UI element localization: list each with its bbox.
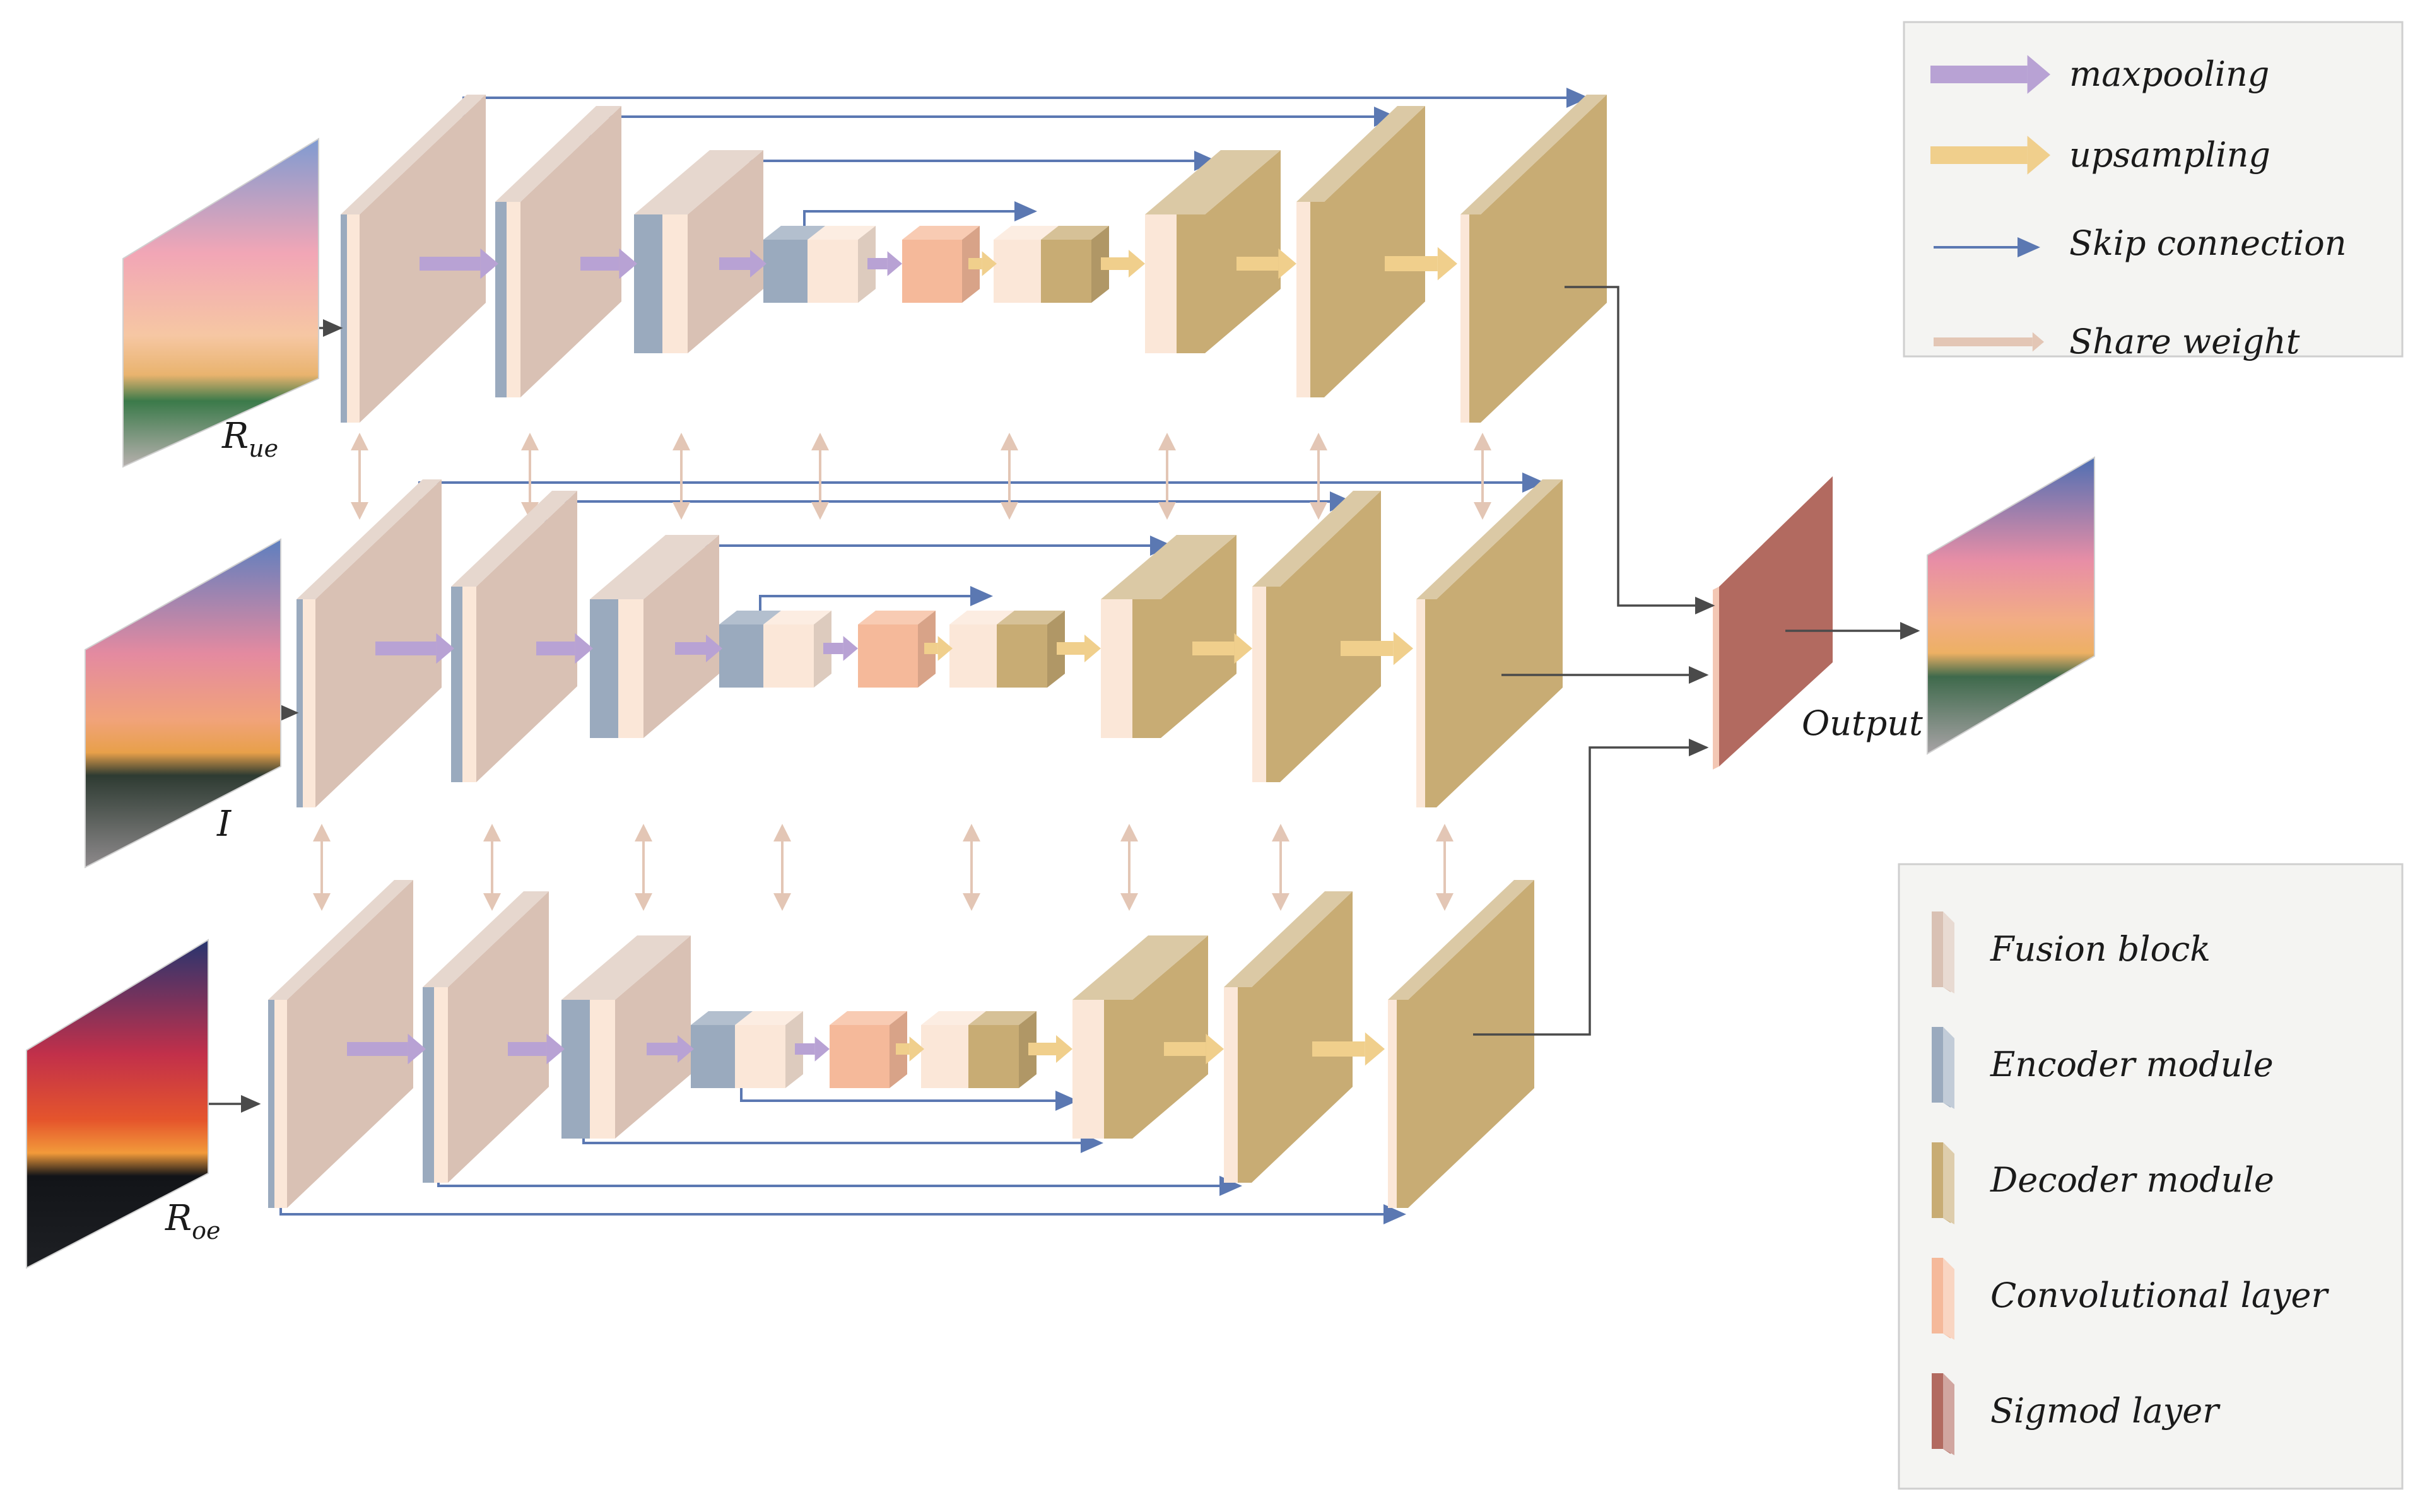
input-output-images — [26, 138, 2095, 1269]
legend-block-label: Encoder module — [1990, 1045, 2274, 1084]
input-image-over-exposed — [26, 939, 209, 1269]
upsample-arrow-2-mid — [1057, 635, 1101, 662]
network-blocks — [268, 95, 1833, 1208]
upsample-arrow-3-mid — [1192, 633, 1252, 664]
fusion-cube-4-bot — [735, 1011, 803, 1088]
maxpool-arrow-1-bot — [347, 1033, 426, 1065]
decoder-block-d3-mid — [1101, 535, 1236, 738]
unet-row-top — [341, 95, 1607, 423]
output-label: Output — [1802, 703, 1923, 743]
upsample-arrow-3-bot — [1164, 1033, 1224, 1065]
decoder-block-d1-top — [1460, 95, 1607, 423]
maxpool-arrow-3-top — [719, 250, 767, 278]
fusion-cube-4-top — [808, 226, 876, 303]
sigmoid-layer — [1713, 476, 1833, 770]
legend-block-label: Fusion block — [1990, 929, 2211, 969]
decoder-block-d1-mid — [1416, 479, 1563, 807]
legend-block-convolutional-layer: Convolutional layer — [1932, 1258, 2329, 1340]
skip-2-top — [589, 107, 1397, 142]
skip-2-mid — [544, 491, 1353, 527]
flow-arrows — [158, 247, 1920, 1113]
maxpool-arrow-2-top — [580, 248, 637, 279]
decoder-block-d1-bot — [1388, 880, 1534, 1208]
maxpool-arrow-1-mid — [375, 633, 454, 664]
skip-3-bot — [582, 1118, 1103, 1153]
decoder-cube-d4-mid — [997, 611, 1065, 688]
legend-block-decoder-module: Decoder module — [1932, 1142, 2274, 1224]
upsample-arrow-2-bot — [1028, 1035, 1072, 1063]
upsample-arrow-4-top — [1385, 247, 1457, 281]
upsample-arrow-1-mid — [924, 636, 953, 661]
legend-arrow-glyph — [1930, 55, 2050, 94]
connector-top-to-sigmoid — [1565, 286, 1715, 614]
input-image-under-exposed — [122, 138, 319, 468]
legend-block-label: Decoder module — [1990, 1160, 2274, 1200]
maxpool-arrow-3-mid — [675, 635, 722, 662]
share-weight-links — [313, 433, 1491, 911]
fusion-block-enc2-bot — [423, 891, 549, 1183]
legend-arrow-glyph — [1934, 332, 2044, 352]
decoder-block-d3-top — [1145, 150, 1281, 353]
legend-arrow-label: Share weight — [2069, 322, 2300, 361]
fusion-block-enc2-mid — [451, 491, 577, 782]
upsample-arrow-4-bot — [1312, 1032, 1385, 1066]
decoder-block-d2-bot — [1224, 891, 1353, 1183]
legend-block-label: Sigmod layer — [1990, 1391, 2221, 1431]
output-image — [1927, 456, 2095, 755]
maxpool-arrow-3-bot — [647, 1035, 694, 1063]
legend-arrow-label: maxpooling — [2069, 54, 2269, 94]
maxpool-arrow-4-top — [867, 251, 902, 276]
conv-layer-bot — [830, 1011, 907, 1088]
input-label-under-exposed: Rue — [221, 416, 278, 462]
unet-row-mid — [297, 479, 1563, 807]
upsample-arrow-4-mid — [1341, 631, 1413, 665]
input-image-normal — [85, 538, 281, 869]
unet-row-bot — [268, 880, 1534, 1208]
maxpool-arrow-4-mid — [823, 636, 858, 661]
decoder-block-d3-bot — [1072, 935, 1208, 1139]
legend-arrow-label: upsampling — [2069, 135, 2270, 175]
maxpool-arrow-2-mid — [536, 633, 593, 664]
maxpool-arrow-1-top — [420, 248, 498, 279]
skip-3-top — [699, 151, 1217, 186]
fusion-cube-4-mid — [763, 611, 831, 688]
legend-block-encoder-module: Encoder module — [1932, 1027, 2274, 1109]
conv-layer-top — [902, 226, 980, 303]
input-label-normal: I — [216, 804, 232, 845]
skip-1-bot — [279, 1189, 1406, 1224]
upsample-arrow-1-bot — [896, 1036, 924, 1062]
skip-3-mid — [655, 536, 1173, 571]
upsample-arrow-1-top — [968, 251, 997, 276]
upsample-arrow-2-top — [1101, 250, 1145, 278]
legend-block-fusion-block: Fusion block — [1932, 911, 2211, 993]
conv-layer-mid — [858, 611, 936, 688]
decoder-block-d2-top — [1296, 106, 1425, 397]
fusion-block-enc3-bot — [561, 935, 691, 1139]
legend-arrow-label: Skip connection — [2069, 223, 2347, 263]
legend-arrow-maxpooling: maxpooling — [1930, 54, 2269, 94]
decoder-cube-d4-bot — [968, 1011, 1037, 1088]
maxpool-arrow-2-bot — [508, 1033, 565, 1065]
decoder-cube-d4-top — [1041, 226, 1109, 303]
legend-arrow-skip-connection: Skip connection — [1934, 223, 2347, 263]
fusion-block-enc3-top — [634, 150, 763, 353]
maxpool-arrow-4-bot — [795, 1036, 830, 1062]
legend-block-sigmod-layer: Sigmod layer — [1932, 1373, 2221, 1455]
fusion-block-enc3-mid — [590, 535, 719, 738]
legend-arrow-upsampling: upsampling — [1930, 135, 2270, 175]
fusion-block-enc2-top — [495, 106, 621, 397]
legend-arrow-share-weight: Share weight — [1934, 322, 2300, 361]
skip-2-bot — [437, 1161, 1242, 1196]
legend-arrow-glyph — [1930, 136, 2050, 175]
legend-block-label: Convolutional layer — [1990, 1275, 2329, 1315]
connector-bot-to-sigmoid — [1473, 739, 1709, 1036]
upsample-arrow-3-top — [1236, 248, 1296, 279]
decoder-block-d2-mid — [1252, 491, 1381, 782]
input-label-over-exposed: Roe — [165, 1198, 221, 1245]
